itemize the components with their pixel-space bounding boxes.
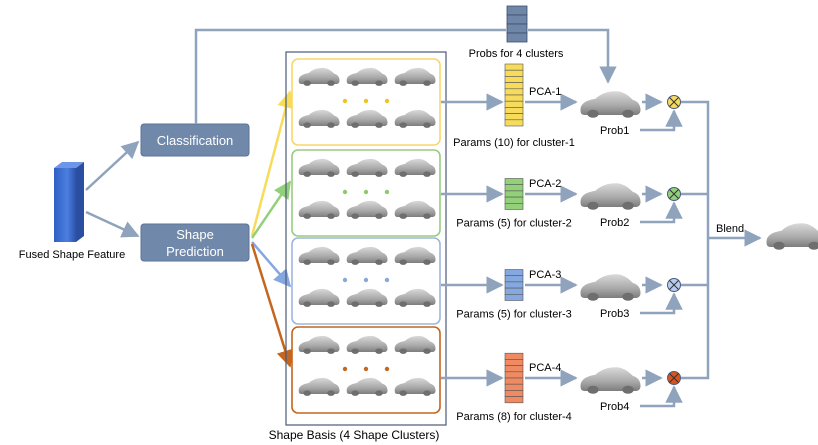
prob-2-label: Prob2 xyxy=(600,217,629,229)
cluster-1-reconstructed-car xyxy=(580,91,641,118)
shape-basis-frame xyxy=(285,51,447,426)
arrow-input-to-shape-prediction xyxy=(85,210,140,238)
arrow-input-to-classification xyxy=(85,140,140,191)
arrow-probs-to-car1 xyxy=(528,28,617,84)
cluster-2-params-vector xyxy=(504,178,524,210)
cluster-3-ellipsis-dot xyxy=(384,277,390,283)
cluster-panels xyxy=(291,58,441,414)
arrow-prob-2-to-multiply xyxy=(640,201,683,224)
arrow-prob-1-to-multiply xyxy=(640,109,683,132)
pca-4-label: PCA-4 xyxy=(529,362,561,374)
cluster-4-params-vector xyxy=(504,352,524,404)
blend-label: Blend xyxy=(716,223,744,235)
cluster-2-reconstructed-car xyxy=(580,183,641,210)
multiply-node-2 xyxy=(667,187,686,201)
shape-prediction-label-line1: Shape xyxy=(176,227,214,242)
cluster-3-ellipsis-dot xyxy=(342,277,348,283)
pca-3-label: PCA-3 xyxy=(529,269,561,281)
cluster-rows: Params (10) for cluster-1 PCA-1Prob1Param… xyxy=(441,63,686,423)
arrow-to-cluster-2 xyxy=(250,180,292,239)
cluster-1-params-vector xyxy=(504,63,524,127)
pca-1-label: PCA-1 xyxy=(529,86,561,98)
cluster-3-params-vector xyxy=(504,269,524,301)
shape-prediction-label-line2: Prediction xyxy=(166,244,224,259)
fused-shape-feature-block xyxy=(54,162,84,242)
shape-prediction-node: Shape Prediction xyxy=(140,223,250,262)
probs-vector xyxy=(506,5,528,43)
cluster-1-params-label: Params (10) for cluster-1 xyxy=(453,137,575,149)
multiply-node-1 xyxy=(667,95,686,109)
cluster-1-ellipsis-dot xyxy=(363,98,369,104)
arrow-classification-to-probs xyxy=(194,28,506,124)
multiply-node-4 xyxy=(667,371,686,385)
cluster-4-ellipsis-dot xyxy=(384,366,390,372)
pca-2-label: PCA-2 xyxy=(529,178,561,190)
shape-basis-label: Shape Basis (4 Shape Clusters) xyxy=(269,428,440,442)
cluster-3-ellipsis-dot xyxy=(363,277,369,283)
classification-node: Classification xyxy=(140,123,250,157)
cluster-3-params-label: Params (5) for cluster-3 xyxy=(456,309,572,321)
cluster-2-params-label: Params (5) for cluster-2 xyxy=(456,218,572,230)
multiply-node-3 xyxy=(667,278,686,292)
cluster-4-reconstructed-car xyxy=(580,367,641,394)
prob-4-label: Prob4 xyxy=(600,401,629,413)
cluster-2-ellipsis-dot xyxy=(342,189,348,195)
arrow-to-cluster-3 xyxy=(251,241,292,288)
cluster-4-ellipsis-dot xyxy=(363,366,369,372)
arrow-to-cluster-1 xyxy=(250,90,295,237)
cluster-2-ellipsis-dot xyxy=(363,189,369,195)
output-car-shape xyxy=(766,223,818,250)
fused-shape-feature-label: Fused Shape Feature xyxy=(19,249,125,261)
cluster-3-reconstructed-car xyxy=(580,274,641,301)
cluster-4-ellipsis-dot xyxy=(342,366,348,372)
cluster-2-ellipsis-dot xyxy=(384,189,390,195)
arrow-prob-4-to-multiply xyxy=(640,385,683,408)
cluster-1-ellipsis-dot xyxy=(384,98,390,104)
blend-bracket xyxy=(686,100,710,380)
prob-3-label: Prob3 xyxy=(600,308,629,320)
arrow-to-cluster-4 xyxy=(250,243,294,368)
arrow-prob-3-to-multiply xyxy=(640,292,683,315)
classification-label: Classification xyxy=(157,133,234,148)
prob-1-label: Prob1 xyxy=(600,125,629,137)
cluster-4-params-label: Params (8) for cluster-4 xyxy=(456,411,572,423)
probs-label: Probs for 4 clusters xyxy=(469,48,564,60)
cluster-1-ellipsis-dot xyxy=(342,98,348,104)
